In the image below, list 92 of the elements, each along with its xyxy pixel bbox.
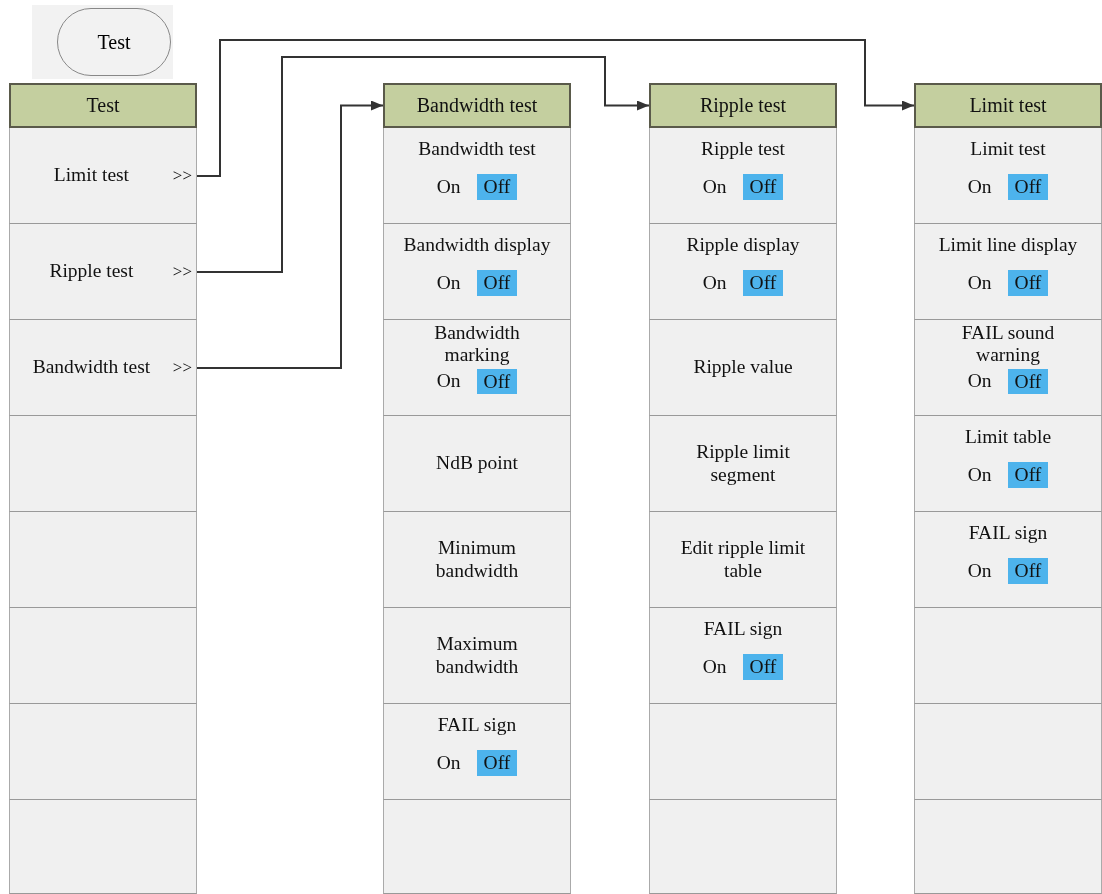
header-label: Limit test	[969, 94, 1047, 117]
option-label: On	[436, 751, 461, 775]
empty-menu-item	[9, 512, 197, 608]
empty-menu-item	[9, 800, 197, 894]
menu-item	[649, 512, 837, 608]
item-label: Limit line display	[938, 234, 1078, 257]
menu-item	[914, 320, 1102, 416]
menu-item	[9, 128, 197, 224]
item-label: FAIL sign	[968, 522, 1048, 545]
menu-header	[649, 83, 837, 128]
option-label: On	[702, 655, 727, 679]
menu-item	[914, 128, 1102, 224]
empty-menu-item	[9, 608, 197, 704]
item-label: Ripple value	[693, 356, 793, 379]
menu-item	[383, 512, 571, 608]
header-label: Bandwidth test	[416, 94, 538, 117]
option-label: On	[436, 271, 461, 295]
menu-item	[914, 416, 1102, 512]
option-label: On	[967, 559, 992, 583]
menu-item	[383, 704, 571, 800]
empty-menu-item	[914, 800, 1102, 894]
menu-item	[649, 608, 837, 704]
menu-item	[9, 224, 197, 320]
selected-option: Off	[1007, 368, 1049, 395]
empty-menu-item	[914, 608, 1102, 704]
selected-option: Off	[742, 654, 784, 680]
empty-menu-item	[9, 704, 197, 800]
menu-item	[383, 224, 571, 320]
item-label: Limit table	[964, 426, 1052, 449]
menu-item	[649, 224, 837, 320]
selected-option: Off	[1007, 174, 1049, 200]
header-label: Test	[86, 94, 120, 117]
menu-item	[649, 128, 837, 224]
option-label: On	[702, 271, 727, 295]
item-label: Minimum bandwidth	[434, 537, 520, 582]
selected-option: Off	[1007, 270, 1049, 296]
terminal-label: Test	[97, 30, 131, 54]
menu-item	[383, 320, 571, 416]
item-label: Limit test	[970, 138, 1046, 161]
item-label: Bandwidth marking	[433, 322, 521, 367]
menu-item	[9, 320, 197, 416]
item-label: Maximum bandwidth	[434, 633, 520, 678]
option-label: On	[967, 463, 992, 487]
item-label: FAIL sign	[437, 714, 517, 737]
menu-item	[383, 128, 571, 224]
selected-option: Off	[476, 174, 518, 200]
menu-item	[914, 512, 1102, 608]
selected-option: Off	[476, 750, 518, 776]
option-label: On	[436, 175, 461, 199]
arrow	[196, 56, 650, 273]
item-label: Bandwidth test	[31, 356, 152, 379]
selected-option: Off	[1007, 462, 1049, 488]
selected-option: Off	[742, 174, 784, 200]
option-label: On	[702, 175, 727, 199]
item-label: FAIL sound warning	[960, 322, 1056, 367]
item-label: Limit test	[52, 164, 131, 187]
empty-menu-item	[383, 800, 571, 894]
item-label: NdB point	[436, 452, 518, 475]
arrow	[196, 100, 384, 369]
menu-header	[9, 83, 197, 128]
item-label: Ripple limit segment	[695, 441, 791, 486]
empty-menu-item	[649, 704, 837, 800]
option-label: On	[967, 271, 992, 295]
item-label: Ripple display	[686, 234, 800, 257]
empty-menu-item	[914, 704, 1102, 800]
option-label: On	[967, 370, 992, 393]
submenu-indicator: >>	[172, 357, 192, 378]
item-label: Bandwidth display	[403, 234, 551, 257]
submenu-indicator: >>	[172, 165, 192, 186]
menu-item	[914, 224, 1102, 320]
item-label: FAIL sign	[703, 618, 783, 641]
selected-option: Off	[742, 270, 784, 296]
menu-item	[649, 416, 837, 512]
menu-header	[383, 83, 571, 128]
arrow	[196, 39, 915, 177]
menu-item	[383, 608, 571, 704]
header-label: Ripple test	[699, 94, 787, 117]
item-label: Ripple test	[701, 138, 785, 161]
item-label: Ripple test	[48, 260, 135, 283]
selected-option: Off	[1007, 558, 1049, 584]
item-label: Edit ripple limit table	[679, 537, 807, 582]
empty-menu-item	[9, 416, 197, 512]
menu-header	[914, 83, 1102, 128]
option-label: On	[967, 175, 992, 199]
option-label: On	[436, 370, 461, 393]
selected-option: Off	[476, 270, 518, 296]
empty-menu-item	[649, 800, 837, 894]
submenu-indicator: >>	[172, 261, 192, 282]
selected-option: Off	[476, 368, 518, 395]
menu-item	[649, 320, 837, 416]
menu-item	[383, 416, 571, 512]
item-label: Bandwidth test	[418, 138, 536, 161]
